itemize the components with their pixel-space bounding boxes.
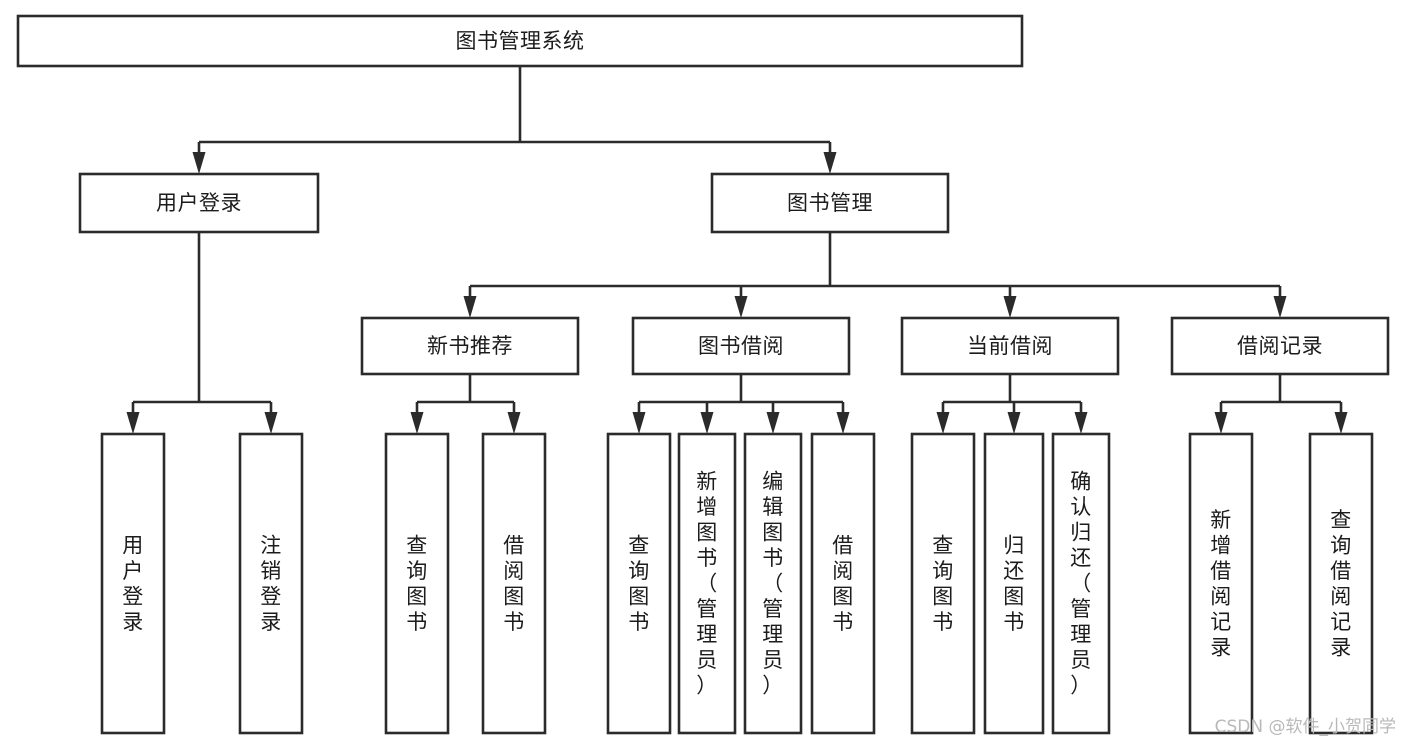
- node-label-leaf-query-book-cur: 查询图书: [932, 533, 954, 634]
- node-box-leaf-query-book-borrow: [606, 432, 672, 735]
- node-borrow-record[interactable]: 借阅记录: [1170, 316, 1390, 376]
- node-label-leaf-user-login: 用户登录: [122, 533, 144, 634]
- node-label-leaf-confirm-return: 确认归还（管理员）: [1070, 470, 1092, 698]
- edge-group-book-borrow: [632, 374, 850, 434]
- node-box-leaf-confirm-return: [1051, 432, 1111, 735]
- arrow-head-icon: [1007, 412, 1021, 434]
- node-label-leaf-add-record: 新增借阅记录: [1210, 508, 1232, 660]
- node-label-leaf-logout: 注销登录: [260, 533, 282, 634]
- node-current-borrow[interactable]: 当前借阅: [900, 316, 1120, 376]
- node-leaf-query-book-cur[interactable]: 查询图书: [910, 432, 976, 735]
- arrow-head-icon: [1074, 412, 1088, 434]
- arrow-head-icon: [1273, 296, 1287, 318]
- node-leaf-logout[interactable]: 注销登录: [238, 432, 304, 735]
- arrow-head-icon: [1214, 412, 1228, 434]
- node-label-leaf-return-book: 归还图书: [1003, 533, 1025, 634]
- node-label-leaf-edit-book: 编辑图书（管理员）: [762, 470, 784, 698]
- node-new-book-rec[interactable]: 新书推荐: [360, 316, 580, 376]
- node-box-leaf-borrow-book-rec: [481, 432, 547, 735]
- node-box-root: [16, 14, 1024, 68]
- arrow-head-icon: [766, 412, 780, 434]
- node-label-root: 图书管理系统: [456, 29, 585, 53]
- node-box-book-manage: [710, 172, 950, 234]
- arrow-head-icon: [192, 152, 206, 174]
- node-box-leaf-borrow-book: [810, 432, 876, 735]
- arrow-head-icon: [507, 412, 521, 434]
- node-box-borrow-record: [1170, 316, 1390, 376]
- node-box-leaf-add-record: [1188, 432, 1254, 735]
- arrow-head-icon: [632, 412, 646, 434]
- node-leaf-add-book[interactable]: 新增图书（管理员）: [677, 432, 737, 735]
- node-box-leaf-query-record: [1308, 432, 1374, 735]
- node-label-borrow-record: 借阅记录: [1237, 334, 1323, 358]
- edge-group-new-book-rec: [410, 374, 521, 434]
- node-label-leaf-query-book-borrow: 查询图书: [628, 533, 650, 634]
- node-leaf-borrow-book-rec[interactable]: 借阅图书: [481, 432, 547, 735]
- arrow-head-icon: [126, 412, 140, 434]
- node-label-user-login: 用户登录: [156, 191, 242, 215]
- node-leaf-query-book-borrow[interactable]: 查询图书: [606, 432, 672, 735]
- node-label-new-book-rec: 新书推荐: [427, 334, 513, 358]
- arrow-head-icon: [936, 412, 950, 434]
- edge-group-current-borrow: [936, 374, 1088, 434]
- node-user-login[interactable]: 用户登录: [78, 172, 320, 234]
- connector-layer: [126, 66, 1348, 434]
- arrow-head-icon: [463, 296, 477, 318]
- node-leaf-return-book[interactable]: 归还图书: [983, 432, 1045, 735]
- node-layer: 图书管理系统用户登录图书管理新书推荐图书借阅当前借阅借阅记录用户登录注销登录查询…: [16, 14, 1390, 735]
- node-box-leaf-logout: [238, 432, 304, 735]
- arrow-head-icon: [264, 412, 278, 434]
- arrow-head-icon: [700, 412, 714, 434]
- node-box-current-borrow: [900, 316, 1120, 376]
- node-label-leaf-query-record: 查询借阅记录: [1330, 508, 1352, 660]
- node-book-manage[interactable]: 图书管理: [710, 172, 950, 234]
- node-box-leaf-return-book: [983, 432, 1045, 735]
- node-box-leaf-user-login: [100, 432, 166, 735]
- arrow-head-icon: [734, 296, 748, 318]
- arrow-head-icon: [1003, 296, 1017, 318]
- node-label-leaf-add-book: 新增图书（管理员）: [696, 470, 718, 698]
- node-leaf-borrow-book[interactable]: 借阅图书: [810, 432, 876, 735]
- node-label-leaf-borrow-book: 借阅图书: [832, 533, 854, 634]
- node-leaf-add-record[interactable]: 新增借阅记录: [1188, 432, 1254, 735]
- node-book-borrow[interactable]: 图书借阅: [631, 316, 851, 376]
- node-leaf-confirm-return[interactable]: 确认归还（管理员）: [1051, 432, 1111, 735]
- node-label-book-manage: 图书管理: [787, 191, 873, 215]
- edge-group-book-manage: [463, 232, 1287, 318]
- node-label-current-borrow: 当前借阅: [967, 334, 1053, 358]
- arrow-head-icon: [823, 152, 837, 174]
- edge-group-user-login: [126, 232, 278, 434]
- node-label-leaf-borrow-book-rec: 借阅图书: [503, 533, 525, 634]
- node-label-leaf-query-book-rec: 查询图书: [406, 533, 428, 634]
- node-leaf-edit-book[interactable]: 编辑图书（管理员）: [743, 432, 803, 735]
- node-box-leaf-edit-book: [743, 432, 803, 735]
- node-box-new-book-rec: [360, 316, 580, 376]
- node-label-book-borrow: 图书借阅: [698, 334, 784, 358]
- arrow-head-icon: [410, 412, 424, 434]
- edge-group-borrow-record: [1214, 374, 1348, 434]
- node-box-leaf-query-book-cur: [910, 432, 976, 735]
- arrow-head-icon: [1334, 412, 1348, 434]
- arrow-head-icon: [836, 412, 850, 434]
- node-box-leaf-query-book-rec: [384, 432, 450, 735]
- node-leaf-query-book-rec[interactable]: 查询图书: [384, 432, 450, 735]
- node-box-book-borrow: [631, 316, 851, 376]
- node-box-leaf-add-book: [677, 432, 737, 735]
- edge-group-root: [192, 66, 837, 174]
- node-root[interactable]: 图书管理系统: [16, 14, 1024, 68]
- node-leaf-user-login[interactable]: 用户登录: [100, 432, 166, 735]
- node-box-user-login: [78, 172, 320, 234]
- watermark-label: CSDN @软件_小贺同学: [1215, 717, 1396, 737]
- node-leaf-query-record[interactable]: 查询借阅记录: [1308, 432, 1374, 735]
